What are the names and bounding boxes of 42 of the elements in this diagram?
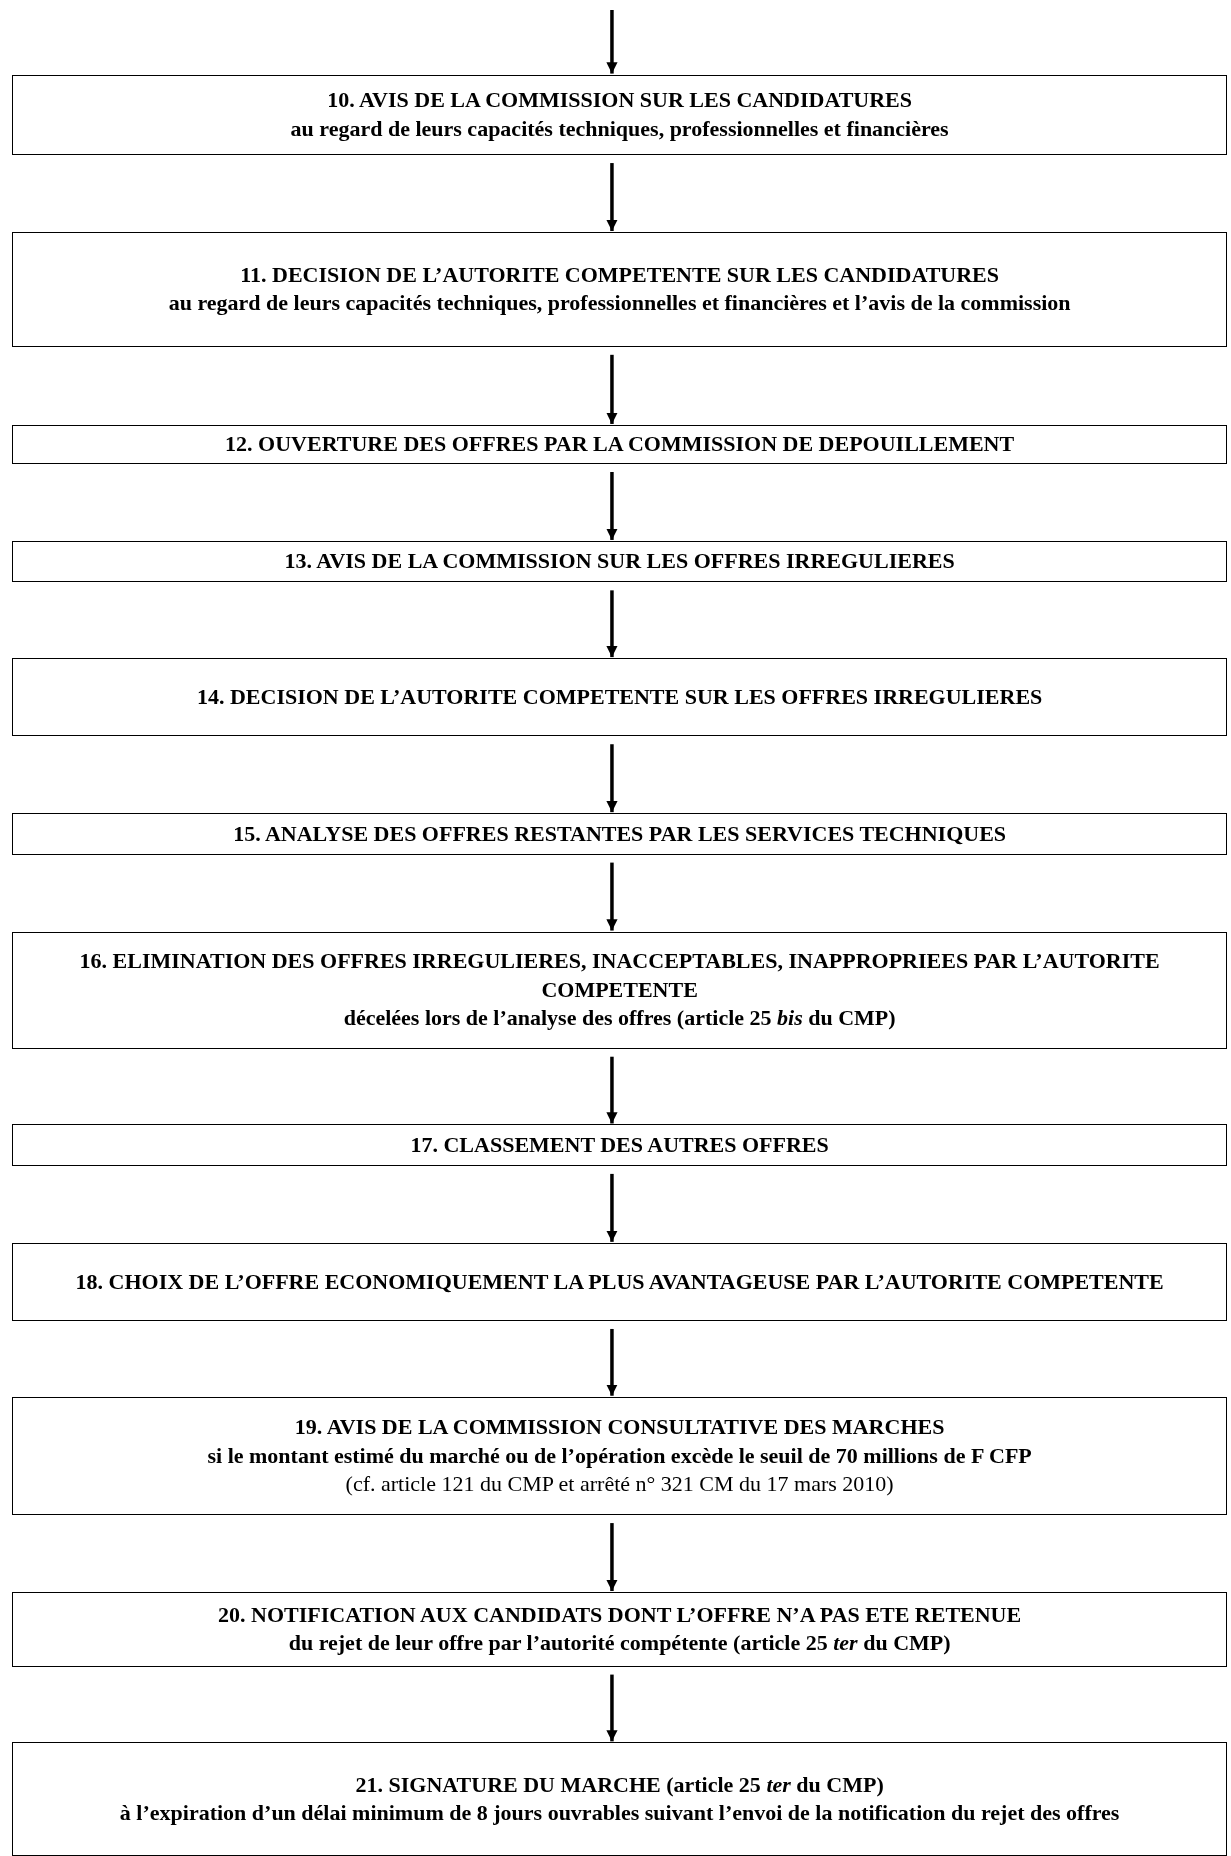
step-title: 10. AVIS DE LA COMMISSION SUR LES CANDIDATURES <box>326 86 913 115</box>
step-description: si le montant estimé du marché ou de l’opération excède le seuil de 70 millions de F CFP <box>206 1441 1033 1470</box>
step-title: 19. AVIS DE LA COMMISSION CONSULTATIVE DES MARCHES <box>293 1413 946 1441</box>
step-description: au regard de leurs capacités techniques, professionnelles et financières <box>289 114 950 143</box>
arrow <box>606 1523 618 1591</box>
arrow <box>606 163 618 231</box>
process-box <box>11 232 1228 347</box>
process-box <box>11 1592 1228 1667</box>
arrow <box>606 354 618 424</box>
process-box <box>11 931 1228 1049</box>
arrow <box>606 1328 618 1396</box>
process-box <box>11 424 1228 464</box>
process-box <box>11 1396 1228 1516</box>
arrow <box>606 1173 618 1242</box>
step-title: 15. ANALYSE DES OFFRES RESTANTES PAR LES SERVICES TECHNIQUES <box>232 819 1008 848</box>
step-description: (cf. article 121 du CMP et arrêté n° 321 CM du 17 mars 2010) <box>344 1470 895 1499</box>
process-box <box>11 1124 1228 1166</box>
arrow <box>606 1056 618 1124</box>
step-title: 14. DECISION DE L’AUTORITE COMPETENTE SUR LES OFFRES IRREGULIERES <box>195 682 1044 711</box>
arrow <box>606 744 618 813</box>
arrow <box>606 10 618 74</box>
step-title: 17. CLASSEMENT DES AUTRES OFFRES <box>409 1130 830 1159</box>
step-title: 18. CHOIX DE L’OFFRE ECONOMIQUEMENT LA PLUS AVANTAGEUSE PAR L’AUTORITE COMPETENTE <box>74 1267 1165 1296</box>
process-box <box>11 813 1228 855</box>
step-description: au regard de leurs capacités techniques, professionnelles et financières et l’avis de la commission <box>167 289 1072 318</box>
step-description: du rejet de leur offre par l’autorité compétente (article 25 ter du CMP) <box>287 1629 952 1658</box>
process-box <box>11 540 1228 583</box>
process-box <box>11 1242 1228 1321</box>
process-box <box>11 658 1228 737</box>
step-title: 11. DECISION DE L’AUTORITE COMPETENTE SUR LES CANDIDATURES <box>239 260 1000 289</box>
arrow <box>606 862 618 931</box>
arrow <box>606 1674 618 1742</box>
arrow <box>606 590 618 658</box>
step-description: décelées lors de l’analyse des offres (article 25 bis du CMP) <box>342 1004 897 1033</box>
step-title: 20. NOTIFICATION AUX CANDIDATS DONT L’OFFRE N’A PAS ETE RETENUE <box>217 1600 1023 1629</box>
process-box <box>11 74 1228 156</box>
arrow <box>606 472 618 540</box>
step-title: 21. SIGNATURE DU MARCHE (article 25 ter du CMP) <box>354 1770 885 1799</box>
step-title: 13. AVIS DE LA COMMISSION SUR LES OFFRES IRREGULIERES <box>283 547 956 576</box>
process-box <box>11 1742 1228 1856</box>
step-title: 12. OUVERTURE DES OFFRES PAR LA COMMISSION DE DEPOUILLEMENT <box>224 430 1016 459</box>
step-description: à l’expiration d’un délai minimum de 8 jours ouvrables suivant l’envoi de la notification du rejet des offres <box>118 1799 1121 1828</box>
